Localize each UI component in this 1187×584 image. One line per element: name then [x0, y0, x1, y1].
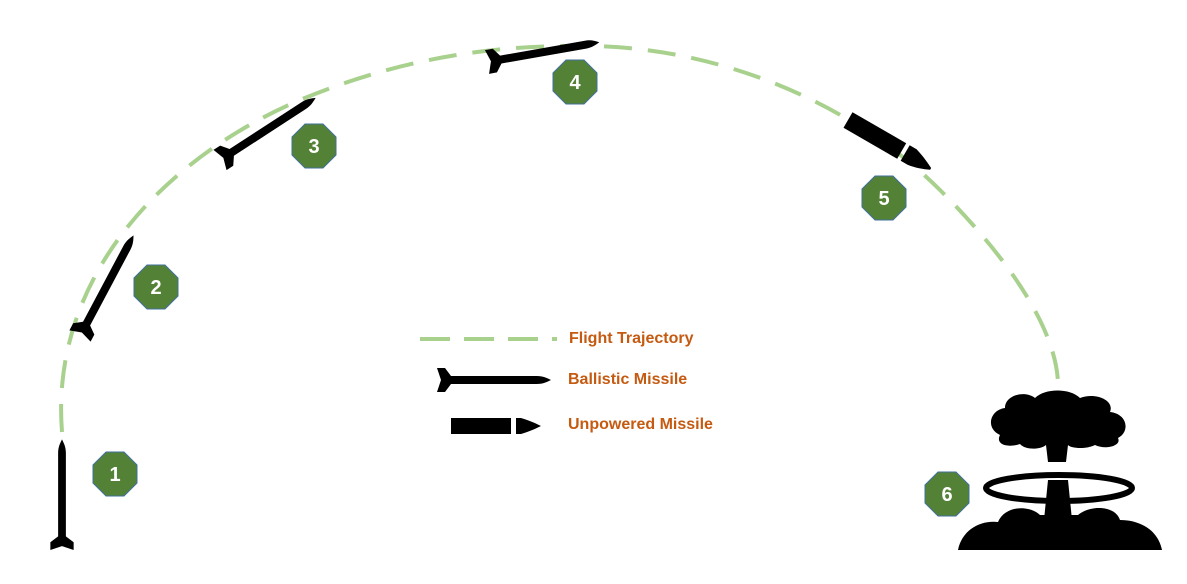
legend-unpowered-missile-label: Unpowered Missile: [568, 416, 713, 433]
stage-2-missile-icon: [69, 229, 145, 342]
stage-6-mushroom-cloud-icon: [958, 390, 1162, 550]
stage-2-badge: 2: [133, 264, 179, 310]
legend-ballistic-missile-label: Ballistic Missile: [568, 371, 688, 388]
legend-unpowered-missile-icon: [451, 418, 541, 434]
stage-4-number: 4: [569, 72, 581, 94]
stage-6-number: 6: [941, 484, 952, 506]
stage-4-badge: 4: [552, 59, 598, 105]
stage-5-number: 5: [878, 188, 889, 210]
legend-ballistic-missile-icon: [437, 368, 551, 392]
stage-3-number: 3: [308, 136, 319, 158]
stage-1-number: 1: [109, 464, 120, 486]
stage-5-badge: 5: [861, 175, 907, 221]
stage-6-badge: 6: [924, 471, 970, 517]
stage-1-badge: 1: [92, 451, 138, 497]
legend-flight-trajectory-label: Flight Trajectory: [569, 330, 694, 347]
stage-2-number: 2: [150, 277, 161, 299]
stage-5-unpowered-missile-icon: [843, 112, 932, 170]
stage-3-badge: 3: [291, 123, 337, 169]
stage-1-missile-icon: [50, 439, 74, 550]
flight-trajectory: [59, 43, 1061, 433]
